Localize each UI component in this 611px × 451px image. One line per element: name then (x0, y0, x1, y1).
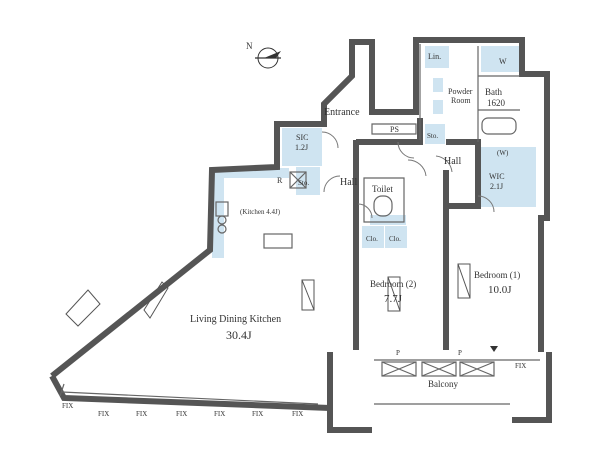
door-swings (321, 131, 495, 219)
bath-label: Bath (485, 87, 502, 97)
clo-b-area (385, 226, 407, 248)
entrance-label: Entrance (324, 107, 360, 118)
r-marker-label: R (277, 176, 283, 185)
sto-bath-label: Sto. (427, 132, 438, 140)
powder-label-1: Powder (448, 87, 473, 96)
wic-area (479, 147, 536, 207)
wic-tag-label: (W) (497, 149, 509, 157)
w-bath-label: W (499, 57, 507, 66)
hall-left-label: Hall (340, 177, 357, 188)
powder-fixture-a (433, 78, 443, 92)
fix-label: FIX (292, 410, 303, 418)
fix-label: FIX (252, 410, 263, 418)
bath-size-label: 1620 (487, 98, 506, 108)
ps-label: PS (390, 125, 399, 134)
tinted-areas (212, 46, 536, 258)
balcony-label: Balcony (428, 379, 458, 389)
partitions (59, 44, 540, 405)
wic-size-label: 2.1J (490, 182, 503, 191)
sic-size-label: 1.2J (295, 143, 308, 152)
fix-label: FIX (136, 410, 147, 418)
bed1-label: Bedroom (1) (474, 270, 520, 280)
w-bath-area (481, 46, 519, 72)
bed2-label: Bedroom (2) (370, 279, 416, 289)
toilet-basin-area (370, 215, 406, 225)
sic-area (282, 128, 322, 166)
balcony-marker (490, 346, 498, 352)
sto-sic-label: Sto. (298, 179, 309, 187)
bed1-size-label: 10.0J (488, 284, 512, 296)
p-a-label: P (396, 349, 400, 357)
sto-bath-area (425, 124, 445, 144)
north-label: N (246, 41, 253, 51)
clo-a-area (362, 226, 384, 248)
kitchen-label: (Kitchen 4.4J) (240, 208, 281, 216)
clo-b-label: Clo. (389, 235, 401, 243)
window-symbols (65, 263, 471, 327)
lin-label: Lin. (428, 52, 441, 61)
bed2-size-label: 7.7J (384, 293, 403, 305)
powder-fixture-b (433, 100, 443, 114)
walls (49, 37, 552, 433)
hall-upper-label: Hall (444, 156, 461, 167)
wic-label: WIC (489, 172, 505, 181)
fix-label: FIX (214, 410, 225, 418)
sic-label: SIC (296, 133, 308, 142)
p-b-label: P (458, 349, 462, 357)
fix-label: FIX (98, 410, 109, 418)
kitchen-counter-area (212, 168, 289, 178)
ldk-label: Living Dining Kitchen (190, 314, 281, 325)
fix-label: FIX (515, 362, 526, 370)
north-arrow: N (246, 41, 281, 69)
fix-label: FIX (62, 402, 73, 410)
clo-a-label: Clo. (366, 235, 378, 243)
toilet-label: Toilet (372, 184, 393, 194)
powder-label-2: Room (451, 96, 471, 105)
lin-area (425, 46, 449, 68)
fix-label: FIX (176, 410, 187, 418)
ldk-size-label: 30.4J (226, 328, 252, 342)
